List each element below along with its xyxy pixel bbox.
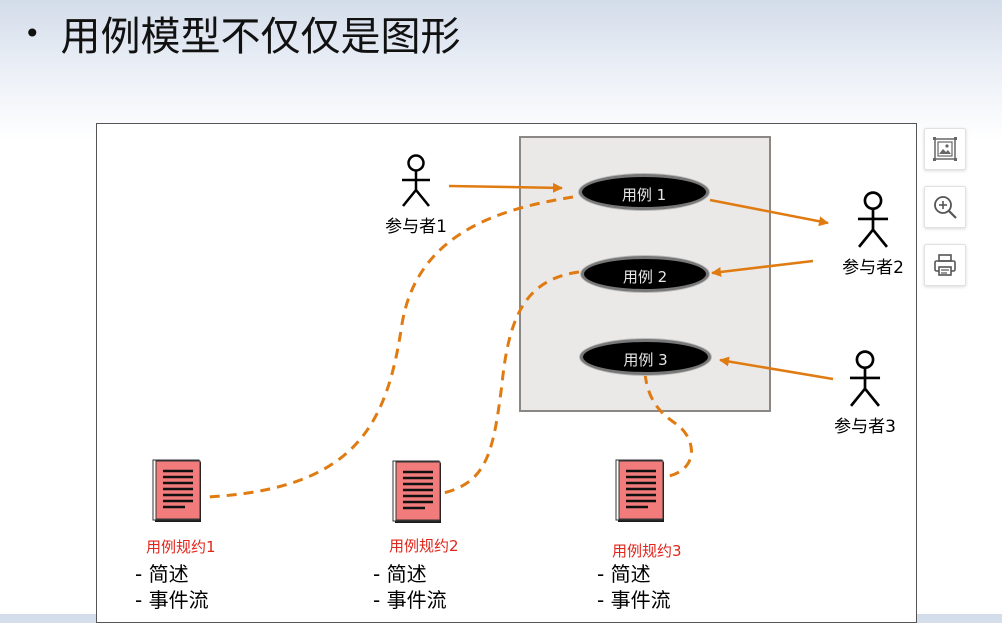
spec-3-items: - 简述 - 事件流 <box>597 561 671 613</box>
spec-1-items: - 简述 - 事件流 <box>135 561 209 613</box>
stick-figure-icon <box>402 154 430 207</box>
spec-2-label: 用例规约2 <box>389 537 459 555</box>
actor-2-label: 参与者2 <box>842 258 904 278</box>
spec-2-item-event-flow: - 事件流 <box>373 588 447 612</box>
use-case-diagram: 用例 1 用例 2 用例 3 参与者1 参与者2 <box>96 123 917 623</box>
document-icon <box>392 460 441 523</box>
spec-1-item-event-flow: - 事件流 <box>135 588 209 612</box>
spec-3-label: 用例规约3 <box>612 542 682 560</box>
slide-title: • 用例模型不仅仅是图形 <box>24 8 461 60</box>
actor-3-label: 参与者3 <box>834 417 896 437</box>
print-button[interactable] <box>924 244 966 286</box>
stick-figure-icon <box>849 350 881 407</box>
title-text: 用例模型不仅仅是图形 <box>60 14 461 60</box>
actor-1: 参与者1 <box>381 154 451 237</box>
actor-2: 参与者2 <box>833 191 913 278</box>
spec-3-item-summary: - 简述 <box>597 562 651 586</box>
spec-1-label: 用例规约1 <box>146 538 216 556</box>
spec-2-items: - 简述 - 事件流 <box>373 561 447 613</box>
zoom-in-icon <box>934 196 957 219</box>
dashed-link-usecase2-spec2 <box>438 270 580 496</box>
arrow-usecase1-actor2 <box>709 198 829 227</box>
zoom-in-button[interactable] <box>924 186 966 228</box>
stick-figure-icon <box>857 191 889 248</box>
document-icon <box>615 459 664 522</box>
bullet-point: • <box>24 16 41 50</box>
dashed-link-usecase3-spec3 <box>643 373 693 478</box>
spec-2-item-summary: - 简述 <box>373 562 427 586</box>
use-case-3: 用例 3 <box>580 339 711 375</box>
actor-3: 参与者3 <box>825 350 905 437</box>
image-icon <box>933 137 957 161</box>
use-case-2: 用例 2 <box>581 256 709 292</box>
use-case-1: 用例 1 <box>579 174 709 210</box>
view-image-button[interactable] <box>924 128 966 170</box>
dashed-link-usecase1-spec1 <box>206 195 574 499</box>
arrow-actor3-usecase3 <box>719 356 834 381</box>
document-icon <box>152 459 201 522</box>
arrow-actor1-usecase1 <box>448 182 563 193</box>
print-icon <box>934 254 956 276</box>
spec-3-item-event-flow: - 事件流 <box>597 588 671 612</box>
arrow-actor2-usecase2 <box>711 259 814 277</box>
actor-1-label: 参与者1 <box>385 217 447 237</box>
diagram-connectors <box>206 182 834 499</box>
spec-1-item-summary: - 简述 <box>135 562 189 586</box>
